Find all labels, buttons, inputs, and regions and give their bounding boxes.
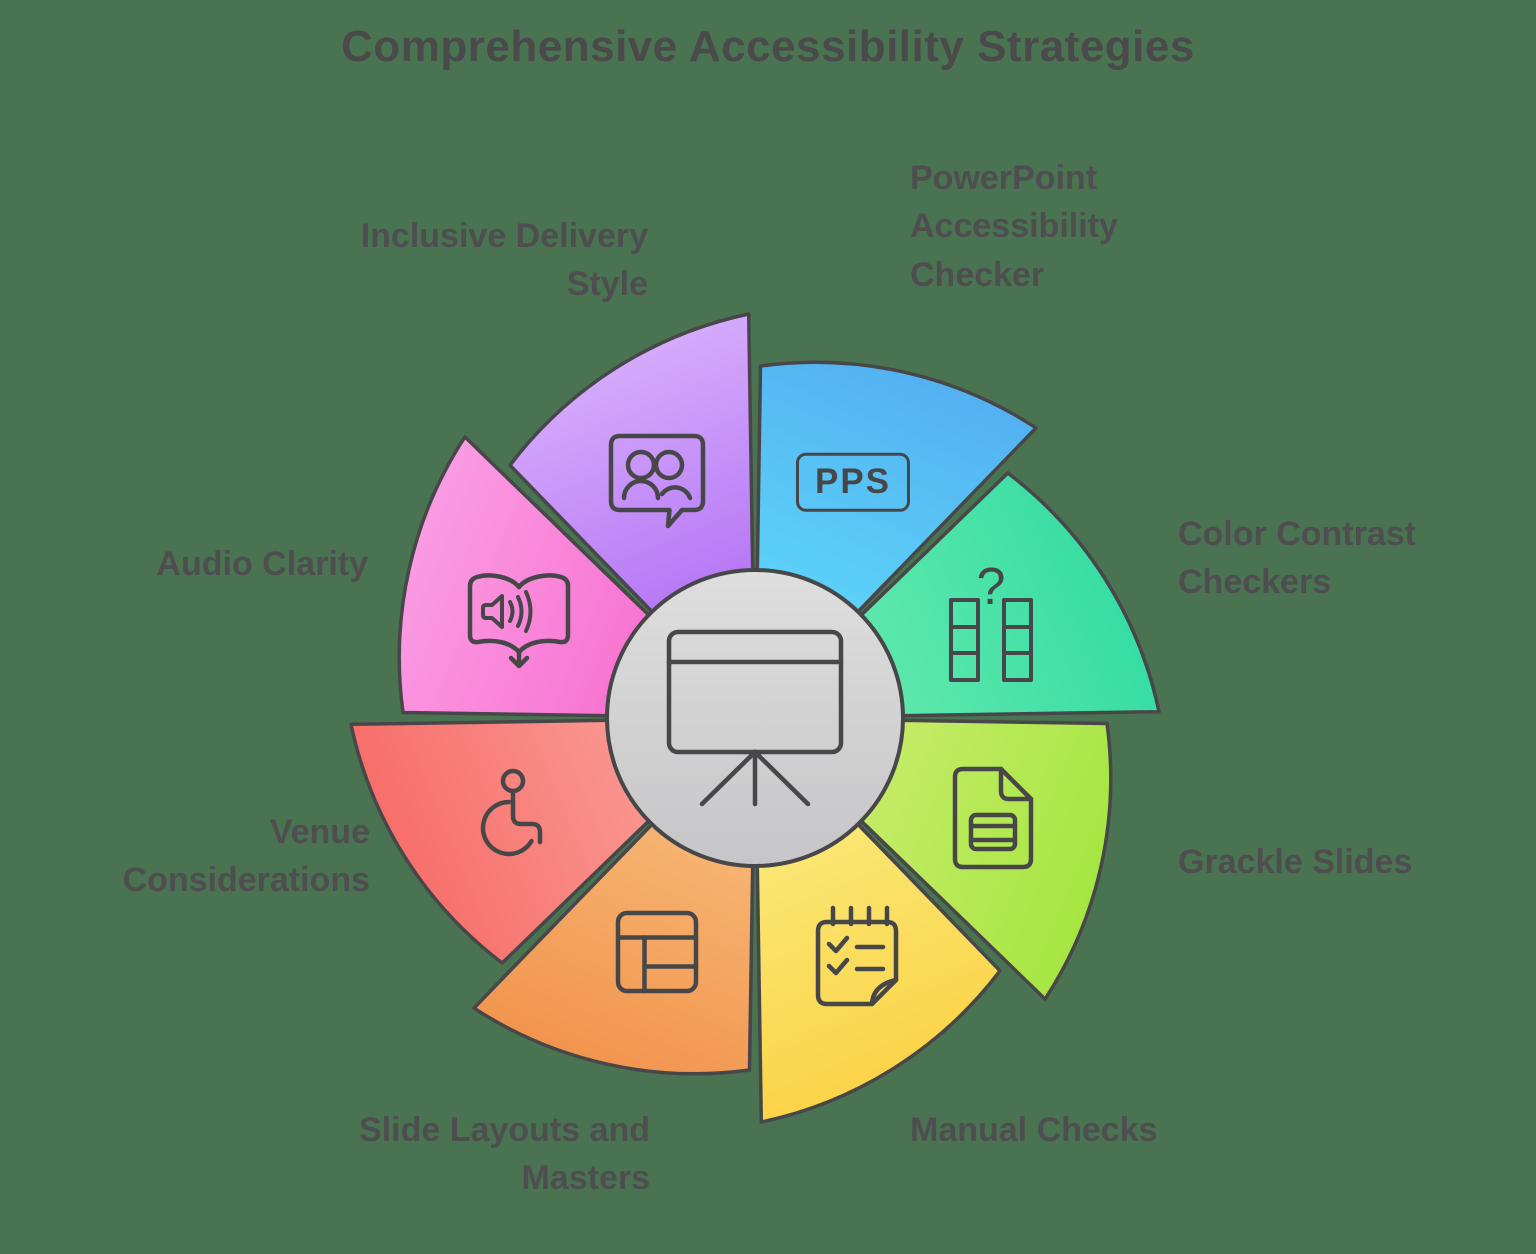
- page-title: Comprehensive Accessibility Strategies: [341, 22, 1195, 71]
- label-powerpoint-accessibility-checker: PowerPoint Accessibility Checker: [910, 159, 1118, 294]
- contrast-columns-question-icon: ?: [935, 558, 1047, 686]
- label-grackle-slides: Grackle Slides: [1178, 843, 1413, 881]
- wheelchair-icon: [469, 766, 569, 866]
- label-slide-layouts-and-masters: Slide Layouts and Masters: [359, 1111, 650, 1198]
- label-venue-considerations: Venue Considerations: [122, 813, 370, 900]
- label-color-contrast-checkers: Color Contrast Checkers: [1178, 515, 1416, 602]
- center-hub-circle: [605, 568, 905, 868]
- svg-text:?: ?: [977, 558, 1006, 616]
- checklist-notepad-icon: [799, 896, 911, 1008]
- presentation-easel-icon: [627, 592, 887, 852]
- slides-document-icon: [941, 763, 1041, 873]
- slide-layout-icon: [610, 905, 705, 1000]
- audio-book-icon: [461, 571, 577, 671]
- label-inclusive-delivery-style: Inclusive Delivery Style: [360, 217, 648, 304]
- pps-badge-icon: PPS: [795, 452, 911, 512]
- people-speech-bubble-icon: [602, 428, 712, 532]
- label-audio-clarity: Audio Clarity: [156, 545, 368, 583]
- label-manual-checks: Manual Checks: [910, 1111, 1158, 1149]
